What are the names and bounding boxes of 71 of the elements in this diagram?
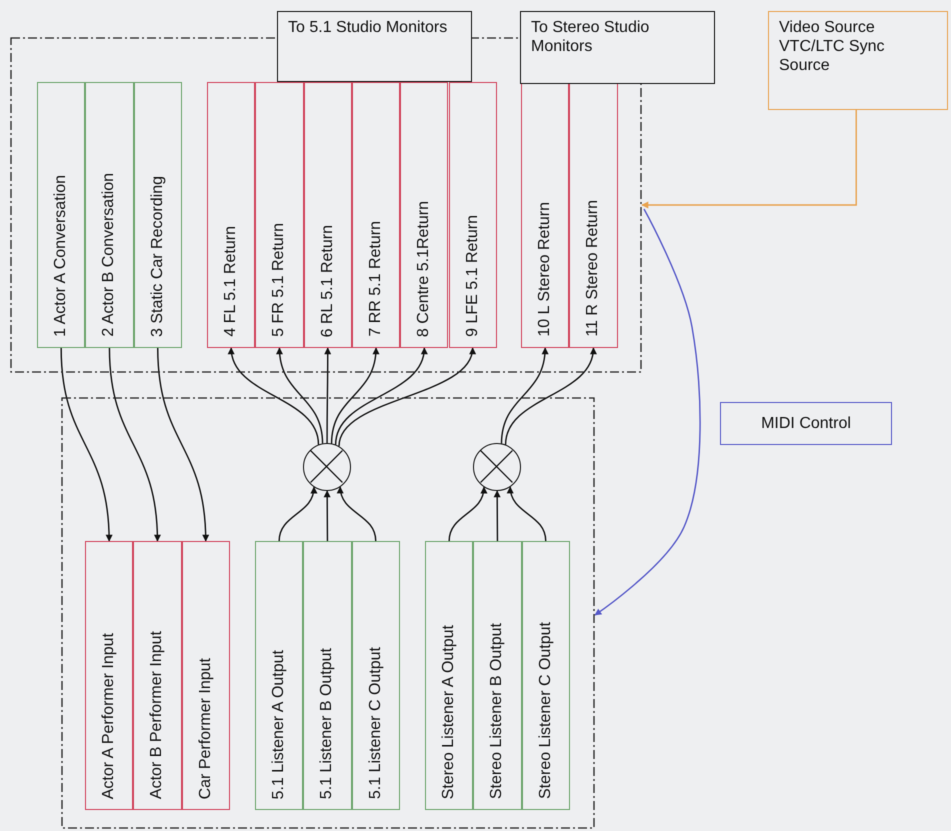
- channel-cell: [425, 541, 474, 810]
- box-label: Video Source VTC/LTC Sync Source: [779, 19, 884, 74]
- channel-cell: [448, 82, 497, 348]
- channel-cell: [400, 82, 448, 348]
- channel-cell: [521, 82, 570, 348]
- channel-cell: [37, 82, 86, 348]
- arrow: [337, 486, 376, 542]
- arrow: [507, 486, 546, 542]
- monitor-box: [520, 11, 715, 84]
- arrow: [324, 347, 332, 443]
- channel-label: Car Performer Input: [196, 658, 215, 799]
- channel-cell: [352, 541, 400, 810]
- arrow: [448, 486, 487, 542]
- channel-label: 2 Actor B Conversation: [100, 173, 118, 337]
- system-boundary: [10, 37, 642, 373]
- arrow: [278, 486, 317, 542]
- channel-label: 6 RL 5.1 Return: [318, 224, 337, 337]
- monitor-box: [277, 11, 472, 82]
- channel-cell: [182, 541, 230, 810]
- channel-label: 9 LFE 5.1 Return: [464, 215, 482, 337]
- channel-cell: [133, 541, 182, 810]
- arrow: [108, 348, 161, 542]
- channel-cell: [303, 541, 352, 810]
- box-label: To 5.1 Studio Monitors: [288, 19, 448, 36]
- channel-label: 11 R Stereo Return: [584, 200, 602, 337]
- channel-label: 1 Actor A Conversation: [52, 175, 70, 337]
- arrow: [228, 347, 320, 445]
- box-label: To Stereo Studio Monitors: [531, 19, 650, 56]
- channel-label: 3 Static Car Recording: [148, 176, 167, 337]
- box-label: MIDI Control: [761, 414, 851, 434]
- channel-cell: [85, 541, 134, 810]
- channel-label: 4 FL 5.1 Return: [222, 226, 240, 337]
- channel-label: 5.1 Listener A Output: [270, 650, 288, 799]
- arrow: [330, 347, 380, 444]
- arrow: [504, 347, 596, 445]
- channel-cell: [473, 541, 522, 810]
- channel-cell: [522, 541, 570, 810]
- system-boundary: [61, 397, 595, 829]
- arrow: [157, 348, 209, 542]
- channel-cell: [352, 82, 400, 348]
- channel-cell: [85, 82, 134, 348]
- channel-label: 5.1 Listener B Output: [318, 648, 336, 799]
- channel-cell: [569, 82, 618, 348]
- control-box: [720, 402, 892, 445]
- channel-cell: [304, 82, 352, 348]
- arrow: [276, 347, 324, 444]
- arrow: [338, 347, 475, 446]
- arrow: [60, 348, 112, 542]
- mixer-symbol: [473, 443, 521, 491]
- channel-label: 10 L Stereo Return: [536, 202, 554, 337]
- channel-label: Stereo Listener B Output: [488, 622, 506, 799]
- mixer-symbol: [303, 443, 351, 491]
- arrow: [641, 110, 857, 208]
- arrow: [500, 347, 548, 444]
- channel-cell: [255, 541, 304, 810]
- channel-label: Actor B Performer Input: [148, 630, 166, 799]
- channel-label: Stereo Listener C Output: [536, 622, 555, 799]
- channel-label: 8 Centre 5.1Return: [415, 200, 434, 337]
- arrow: [594, 208, 701, 616]
- channel-cell: [255, 82, 304, 348]
- channel-cell: [207, 82, 256, 348]
- channel-cell: [134, 82, 182, 348]
- arrow: [494, 490, 501, 541]
- channel-label: Stereo Listener A Output: [440, 624, 458, 799]
- source-box: [768, 11, 948, 110]
- channel-label: 7 RR 5.1 Return: [367, 221, 386, 337]
- arrow: [334, 347, 427, 445]
- channel-label: 5 FR 5.1 Return: [270, 223, 288, 337]
- channel-label: Actor A Performer Input: [100, 632, 118, 799]
- channel-label: 5.1 Listener C Output: [366, 646, 385, 799]
- arrow: [324, 490, 331, 541]
